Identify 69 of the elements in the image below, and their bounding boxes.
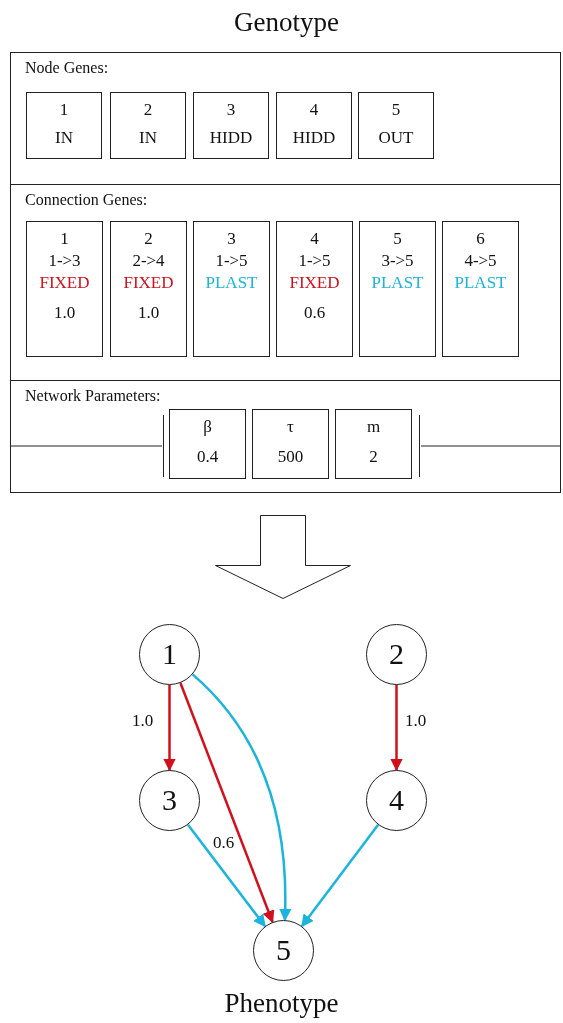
connection-label: 4->5 xyxy=(463,252,498,269)
connection-gene-box xyxy=(110,221,187,357)
parameter-box xyxy=(335,409,412,479)
connection-weight: 0.6 xyxy=(302,304,327,321)
connection-gene-box xyxy=(359,221,436,357)
gene-number: 6 xyxy=(475,230,486,247)
parameter-value: 0.4 xyxy=(195,448,220,465)
connection-label: 2->4 xyxy=(131,252,166,269)
gene-number: 3 xyxy=(226,230,237,247)
section-heading: Network Parameters: xyxy=(25,388,161,404)
node-gene-box xyxy=(193,92,269,159)
connection-type: FIXED xyxy=(288,274,341,291)
connection-gene-box xyxy=(276,221,353,357)
parameter-value: 500 xyxy=(276,448,305,465)
arrow xyxy=(390,685,403,772)
neuron-number: 2 xyxy=(388,639,405,669)
arrow xyxy=(191,673,292,922)
connection-type: PLAST xyxy=(204,274,259,291)
connection-type: PLAST xyxy=(370,274,425,291)
arrow xyxy=(163,685,176,772)
node-gene-box xyxy=(276,92,352,159)
node-gene-box xyxy=(26,92,102,159)
gene-number: 5 xyxy=(390,101,402,118)
neuron-number: 3 xyxy=(161,785,178,815)
gene-number: 2 xyxy=(142,101,154,118)
connection-label: 1->3 xyxy=(47,252,82,269)
parameter-symbol: m xyxy=(365,418,382,435)
connection-gene-box xyxy=(442,221,519,357)
node-type: HIDD xyxy=(291,129,337,146)
gene-number: 4 xyxy=(308,101,320,118)
connection-weight: 1.0 xyxy=(136,304,161,321)
connection-type: PLAST xyxy=(453,274,508,291)
node-gene-box xyxy=(110,92,186,159)
node-type: IN xyxy=(138,129,158,146)
neuron-number: 5 xyxy=(275,935,292,965)
parameter-box xyxy=(252,409,329,479)
arrow xyxy=(186,824,267,928)
block-arrow xyxy=(215,515,351,599)
neuron-number: 1 xyxy=(161,639,178,669)
parameter-symbol: τ xyxy=(286,418,295,435)
connection-type: FIXED xyxy=(122,274,175,291)
node-type: HIDD xyxy=(208,129,254,146)
gene-number: 4 xyxy=(309,230,320,247)
connection-gene-box xyxy=(26,221,103,357)
node-gene-box xyxy=(358,92,434,159)
parameter-value: 2 xyxy=(368,448,379,465)
parameter-symbol: β xyxy=(202,418,213,435)
section-heading: Connection Genes: xyxy=(25,192,148,208)
connection-type: FIXED xyxy=(38,274,91,291)
gene-number: 1 xyxy=(59,230,70,247)
node-type: IN xyxy=(54,129,74,146)
connection-gene-box xyxy=(193,221,270,357)
section-heading: Node Genes: xyxy=(25,60,109,76)
phenotype-caption: Phenotype xyxy=(223,990,340,1017)
node-type: OUT xyxy=(377,129,415,146)
panel-title: Genotype xyxy=(233,9,340,36)
gene-number: 1 xyxy=(58,101,70,118)
gene-number: 2 xyxy=(143,230,154,247)
neuron-circle xyxy=(253,920,314,981)
connection-label: 1->5 xyxy=(214,252,249,269)
connection-label: 3->5 xyxy=(380,252,415,269)
parameter-box xyxy=(169,409,246,479)
gene-number: 3 xyxy=(225,101,237,118)
gene-number: 5 xyxy=(392,230,403,247)
connection-label: 1->5 xyxy=(297,252,332,269)
connection-weight: 1.0 xyxy=(52,304,77,321)
neuron-number: 4 xyxy=(388,785,405,815)
arrow xyxy=(179,682,275,924)
arrow xyxy=(300,824,380,928)
